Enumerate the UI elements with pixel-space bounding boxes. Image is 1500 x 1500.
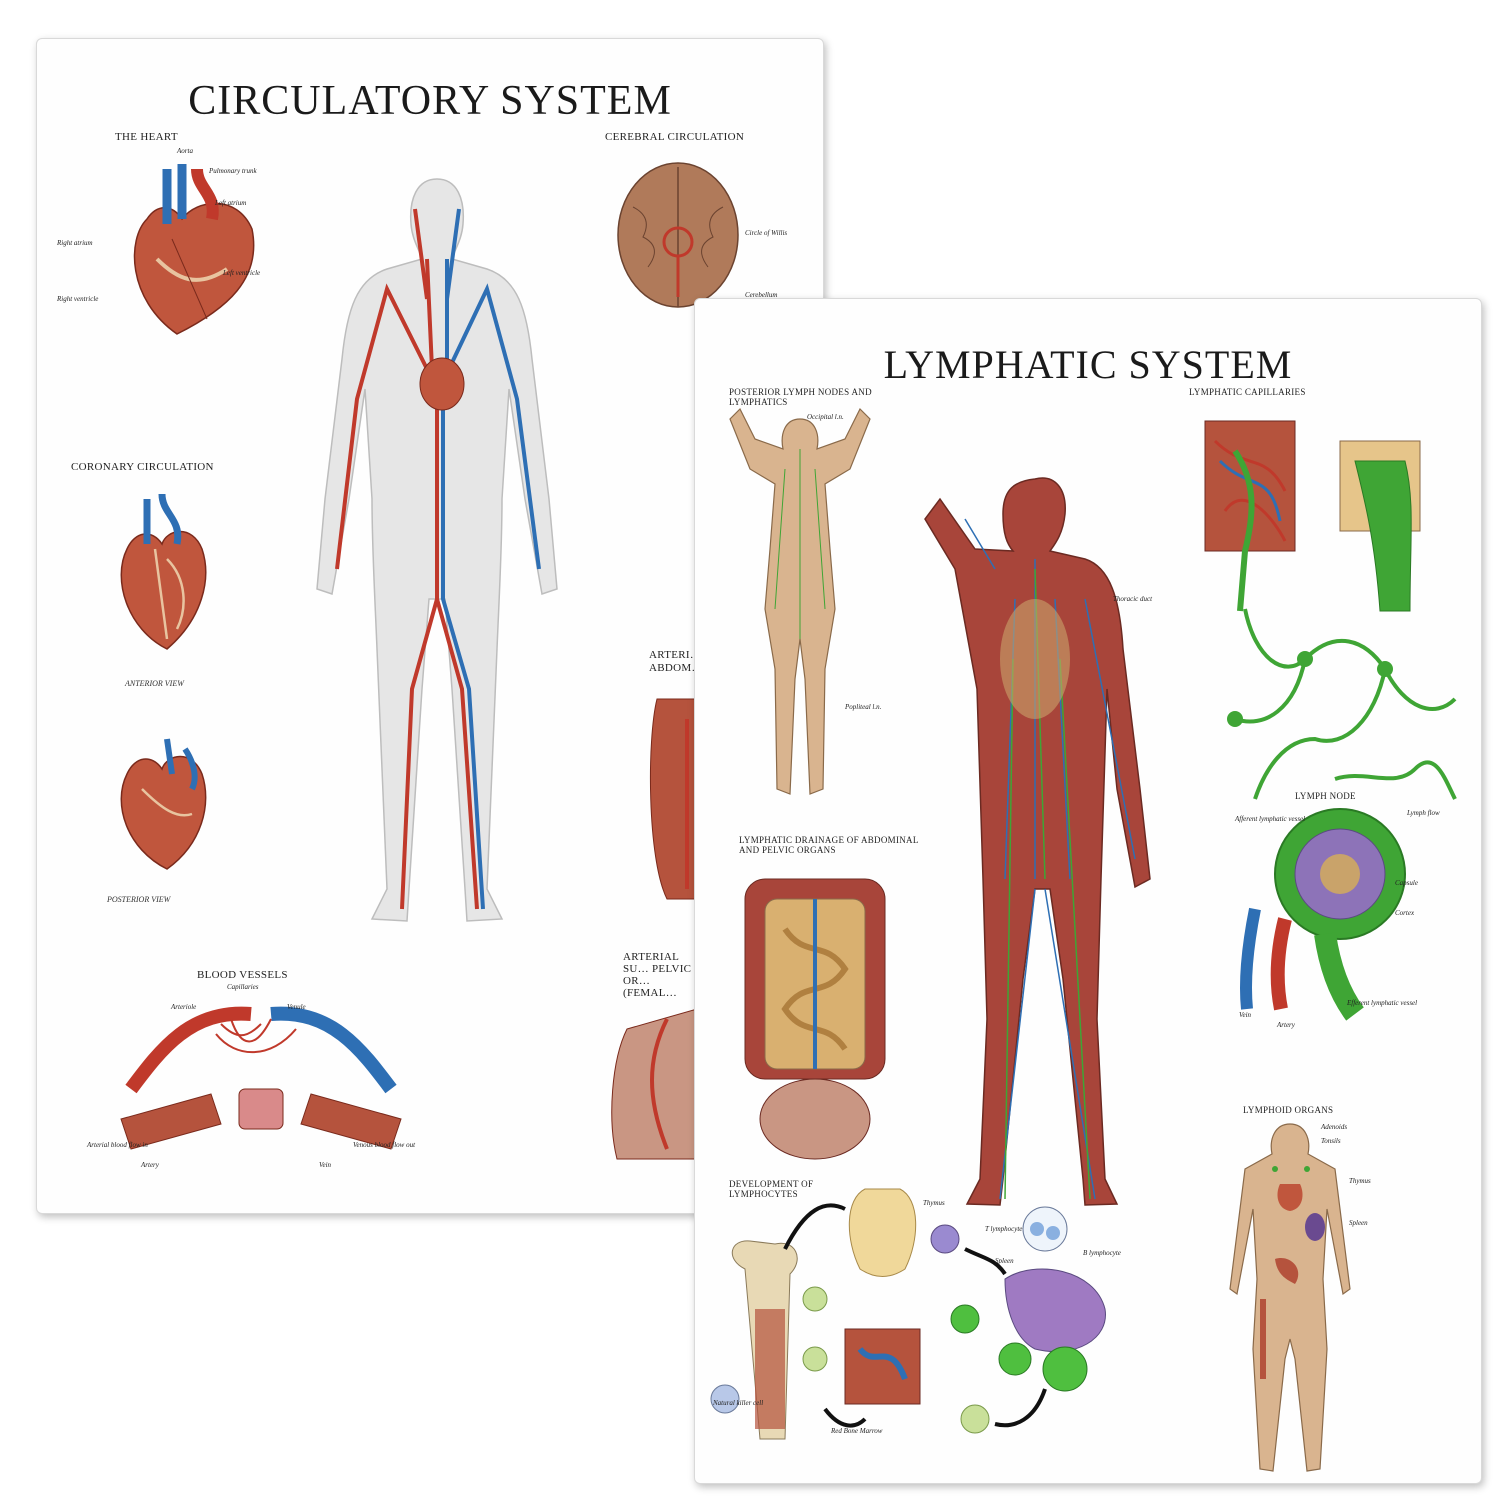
section-drainage-title: LYMPHATIC DRAINAGE OF ABDOMINAL AND PELV… [739, 835, 919, 855]
label-aorta: Aorta [177, 147, 193, 155]
label-thoracic-duct: Thoracic duct [1113, 595, 1153, 603]
label-arterial-flow: Arterial blood flow in [87, 1141, 148, 1149]
section-posterior-title: POSTERIOR LYMPH NODES AND LYMPHATICS [729, 387, 872, 407]
label-arteriole: Arteriole [171, 1003, 197, 1011]
blood-vessels-diagram [120, 1006, 402, 1150]
section-heart-title: THE HEART [115, 131, 178, 143]
lymph-network-and-node [1227, 608, 1457, 1021]
label-left-ventricle: Left ventricle [223, 269, 261, 277]
brain-illustration [617, 162, 739, 308]
label-lymph-flow: Lymph flow [1407, 809, 1440, 817]
section-organs-title: LYMPHOID ORGANS [1243, 1105, 1334, 1115]
label-venule: Venule [287, 1003, 306, 1011]
posterior-view-caption: POSTERIOR VIEW [107, 895, 171, 904]
label-circle-of-willis: Circle of Willis [745, 229, 788, 237]
label-natural-killer: Natural killer cell [713, 1399, 764, 1407]
label-thymus-organ: Thymus [1349, 1177, 1371, 1185]
section-cerebral-title: CEREBRAL CIRCULATION [605, 131, 745, 143]
label-afferent: Afferent lymphatic vessel [1235, 815, 1306, 823]
section-coronary-title: CORONARY CIRCULATION [71, 461, 214, 473]
label-pulmonary-trunk: Pulmonary trunk [209, 167, 257, 175]
label-cerebellum: Cerebellum [745, 291, 778, 299]
lymphatic-capillaries-illustration [1204, 420, 1421, 612]
lymphatic-body-figure [924, 477, 1151, 1206]
label-popliteal: Popliteal l.n. [845, 703, 882, 711]
section-arterial-abdominal-title: ARTERI… ABDOM… [649, 649, 703, 674]
label-cortex: Cortex [1395, 909, 1415, 917]
secondary-lymphoid-illustration [930, 1206, 1106, 1434]
label-capsule: Capsule [1395, 879, 1418, 887]
label-adenoids: Adenoids [1321, 1123, 1348, 1131]
section-arterial-pelvic-title: ARTERIAL SU… PELVIC OR… (FEMAL… [623, 951, 692, 999]
label-t-lymphocyte: T lymphocyte [985, 1225, 1023, 1233]
coronary-heart-anterior [120, 493, 207, 650]
label-occipital: Occipital l.n. [807, 413, 844, 421]
label-right-atrium: Right atrium [57, 239, 93, 247]
section-blood-vessels-title: BLOOD VESSELS [197, 969, 288, 981]
section-capillaries-title: LYMPHATIC CAPILLARIES [1189, 387, 1306, 397]
posterior-figure [729, 407, 871, 795]
label-red-bone-marrow: Red Bone Marrow [831, 1427, 883, 1435]
label-venous-flow: Venous blood flow out [353, 1141, 416, 1149]
poster-title: LYMPHATIC SYSTEM [883, 342, 1293, 387]
heart-illustration [133, 164, 255, 335]
coronary-heart-posterior [120, 738, 207, 870]
label-capillaries: Capillaries [227, 983, 259, 991]
label-artery: Artery [141, 1161, 159, 1169]
section-lymph-node-title: LYMPH NODE [1295, 791, 1356, 801]
label-b-lymphocyte: B lymphocyte [1083, 1249, 1121, 1257]
lymphoid-organs-figure [1229, 1123, 1351, 1472]
label-efferent: Efferent lymphatic vessel [1347, 999, 1418, 1007]
arterial-pelvic-illustration [611, 1008, 698, 1160]
poster-title: CIRCULATORY SYSTEM [188, 78, 672, 124]
label-node-vein: Vein [1239, 1011, 1252, 1019]
section-development-title: DEVELOPMENT OF LYMPHOCYTES [729, 1179, 814, 1199]
arterial-abdominal-illustration [649, 698, 708, 900]
label-vein: Vein [319, 1161, 332, 1169]
label-right-ventricle: Right ventricle [57, 295, 99, 303]
abdominal-drainage-illustration [744, 878, 886, 1160]
label-thymus: Thymus [923, 1199, 945, 1207]
lymphocyte-development-illustration [710, 1188, 921, 1440]
lymphatic-poster: LYMPHATIC SYSTEM POSTERIOR LYMPH NODES A… [694, 298, 1482, 1484]
anterior-view-caption: ANTERIOR VIEW [125, 679, 184, 688]
label-spleen-dev: Spleen [995, 1257, 1014, 1265]
label-spleen-organ: Spleen [1349, 1219, 1368, 1227]
label-tonsils: Tonsils [1321, 1137, 1341, 1145]
label-node-artery: Artery [1277, 1021, 1295, 1029]
circulatory-poster: CIRCULATORY SYSTEM THE HEART CEREBRAL CI… [36, 38, 824, 1214]
circulatory-body-figure [316, 178, 558, 922]
label-left-atrium: Left atrium [215, 199, 247, 207]
